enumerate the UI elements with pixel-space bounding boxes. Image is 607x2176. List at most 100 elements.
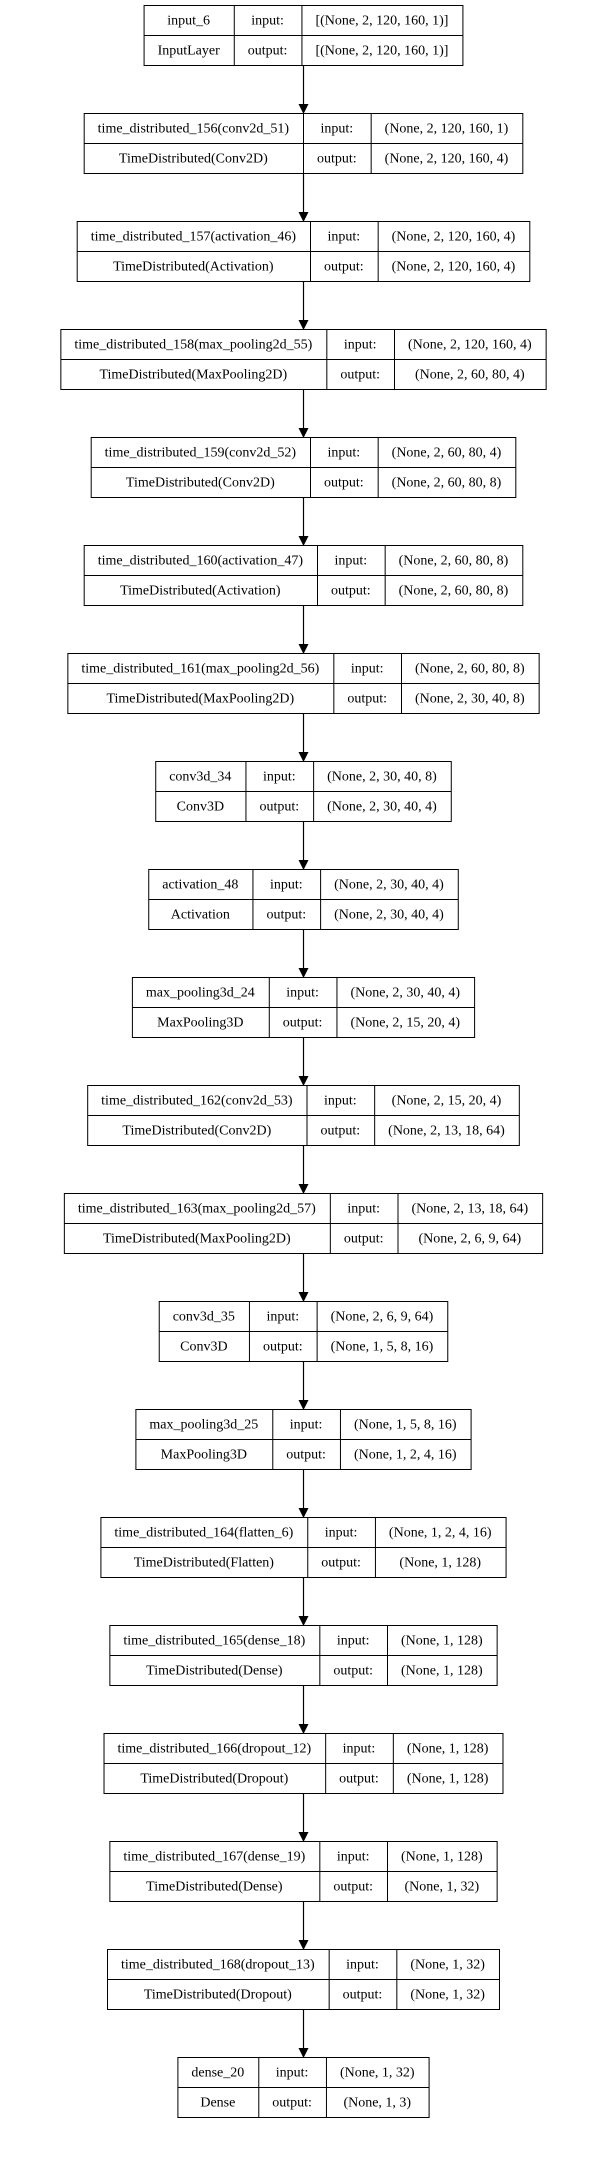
arrowhead-icon [298,1076,309,1086]
output-label: output: [321,1556,361,1571]
output-label: output: [263,1340,303,1355]
input-shape: (None, 2, 120, 160, 4) [408,338,532,353]
flow-arrow [298,1794,309,1842]
output-label: output: [324,260,364,275]
input-shape: (None, 2, 60, 80, 8) [399,554,509,569]
input-label: input: [266,1310,299,1325]
layer-type: Activation [171,908,230,923]
flow-arrow [298,282,309,330]
layer-node: time_distributed_160(activation_47) TimeD… [83,545,524,606]
input-shape: (None, 2, 6, 9, 64) [331,1310,434,1325]
output-shape: [(None, 2, 120, 160, 1)] [315,44,448,59]
output-shape: (None, 1, 5, 8, 16) [331,1340,434,1355]
input-shape: (None, 1, 32) [340,2066,415,2081]
input-shape: (None, 2, 60, 80, 4) [392,446,502,461]
arrowhead-icon [298,860,309,870]
layer-type: TimeDistributed(Conv2D) [122,1124,271,1139]
input-shape: (None, 1, 128) [407,1742,489,1757]
arrowhead-icon [298,428,309,438]
layer-node: time_distributed_166(dropout_12)TimeDist… [103,1733,504,1794]
flow-arrow [298,1686,309,1734]
flow-arrow [298,1146,309,1194]
layer-node: time_distributed_161(max_pooling2d_56)Ti… [67,653,540,714]
input-label: input: [347,1202,380,1217]
layer-type: TimeDistributed(Dense) [146,1880,283,1895]
arrowhead-icon [298,1616,309,1626]
input-shape: (None, 2, 30, 40, 8) [327,770,437,785]
input-shape: (None, 1, 32) [410,1958,485,1973]
layer-name: activation_48 [162,878,238,893]
arrowhead-icon [298,968,309,978]
arrowhead-icon [298,752,309,762]
input-shape: (None, 2, 13, 18, 64) [411,1202,528,1217]
output-label: output: [266,908,306,923]
flow-arrow [298,66,309,114]
output-shape: (None, 1, 2, 4, 16) [354,1448,457,1463]
layer-node: activation_48Activationinput:output:(Non… [148,869,459,930]
output-shape: (None, 2, 6, 9, 64) [418,1232,521,1247]
input-label: input: [337,1850,370,1865]
output-shape: (None, 2, 120, 160, 4) [392,260,516,275]
input-shape: (None, 2, 15, 20, 4) [392,1094,502,1109]
arrowhead-icon [298,320,309,330]
flow-arrow [298,930,309,978]
layer-name: time_distributed_161(max_pooling2d_56) [81,662,319,677]
input-label: input: [327,446,360,461]
output-label: output: [272,2096,312,2111]
input-label: input: [343,1742,376,1757]
arrowhead-icon [298,2048,309,2058]
layer-node: max_pooling3d_24MaxPooling3Dinput:output… [131,977,476,1038]
input-label: input: [263,770,296,785]
layer-name: conv3d_35 [173,1310,235,1325]
input-label: input: [337,1634,370,1649]
layer-node: time_distributed_163(max_pooling2d_57)Ti… [63,1193,544,1254]
arrowhead-icon [298,1940,309,1950]
input-shape: (None, 2, 120, 160, 4) [392,230,516,245]
output-label: output: [344,1232,384,1247]
output-label: output: [317,152,357,167]
output-shape: (None, 2, 13, 18, 64) [388,1124,505,1139]
arrowhead-icon [298,1292,309,1302]
layer-name: time_distributed_162(conv2d_53) [101,1094,293,1109]
flow-arrow [298,174,309,222]
output-label: output: [331,584,371,599]
layer-node: time_distributed_156(conv2d_51)TimeDistr… [83,113,524,174]
output-label: output: [333,1880,373,1895]
layer-type: Dense [200,2096,235,2111]
flow-arrow [298,822,309,870]
layer-type: MaxPooling3D [161,1448,247,1463]
layer-type: TimeDistributed(Activation) [120,584,281,599]
layer-node: time_distributed_164(flatten_6)TimeDistr… [100,1517,507,1578]
input-label: input: [251,14,284,29]
input-shape: [(None, 2, 120, 160, 1)] [315,14,448,29]
arrowhead-icon [298,1508,309,1518]
output-shape: (None, 1, 32) [410,1988,485,2003]
input-shape: (None, 2, 60, 80, 8) [415,662,525,677]
layer-name: time_distributed_158(max_pooling2d_55) [74,338,312,353]
layer-name: time_distributed_160(activation_47) [98,554,304,569]
input-label: input: [286,986,319,1001]
layer-type: MaxPooling3D [157,1016,243,1031]
output-shape: (None, 2, 60, 80, 4) [415,368,525,383]
output-label: output: [286,1448,326,1463]
input-label: input: [270,878,303,893]
flow-arrow [298,2010,309,2058]
output-shape: (None, 2, 60, 80, 8) [399,584,509,599]
output-shape: (None, 2, 30, 40, 4) [327,800,437,815]
output-shape: (None, 2, 120, 160, 4) [385,152,509,167]
layer-name: time_distributed_168(dropout_13) [121,1958,315,1973]
output-shape: (None, 1, 32) [404,1880,479,1895]
layer-node: max_pooling3d_25MaxPooling3Dinput:output… [135,1409,472,1470]
input-label: input: [276,2066,309,2081]
layer-name: time_distributed_167(dense_19) [123,1850,305,1865]
output-label: output: [324,476,364,491]
output-label: output: [347,692,387,707]
arrowhead-icon [298,104,309,114]
input-shape: (None, 2, 30, 40, 4) [350,986,460,1001]
layer-node: time_distributed_157(activation_46)TimeD… [76,221,531,282]
